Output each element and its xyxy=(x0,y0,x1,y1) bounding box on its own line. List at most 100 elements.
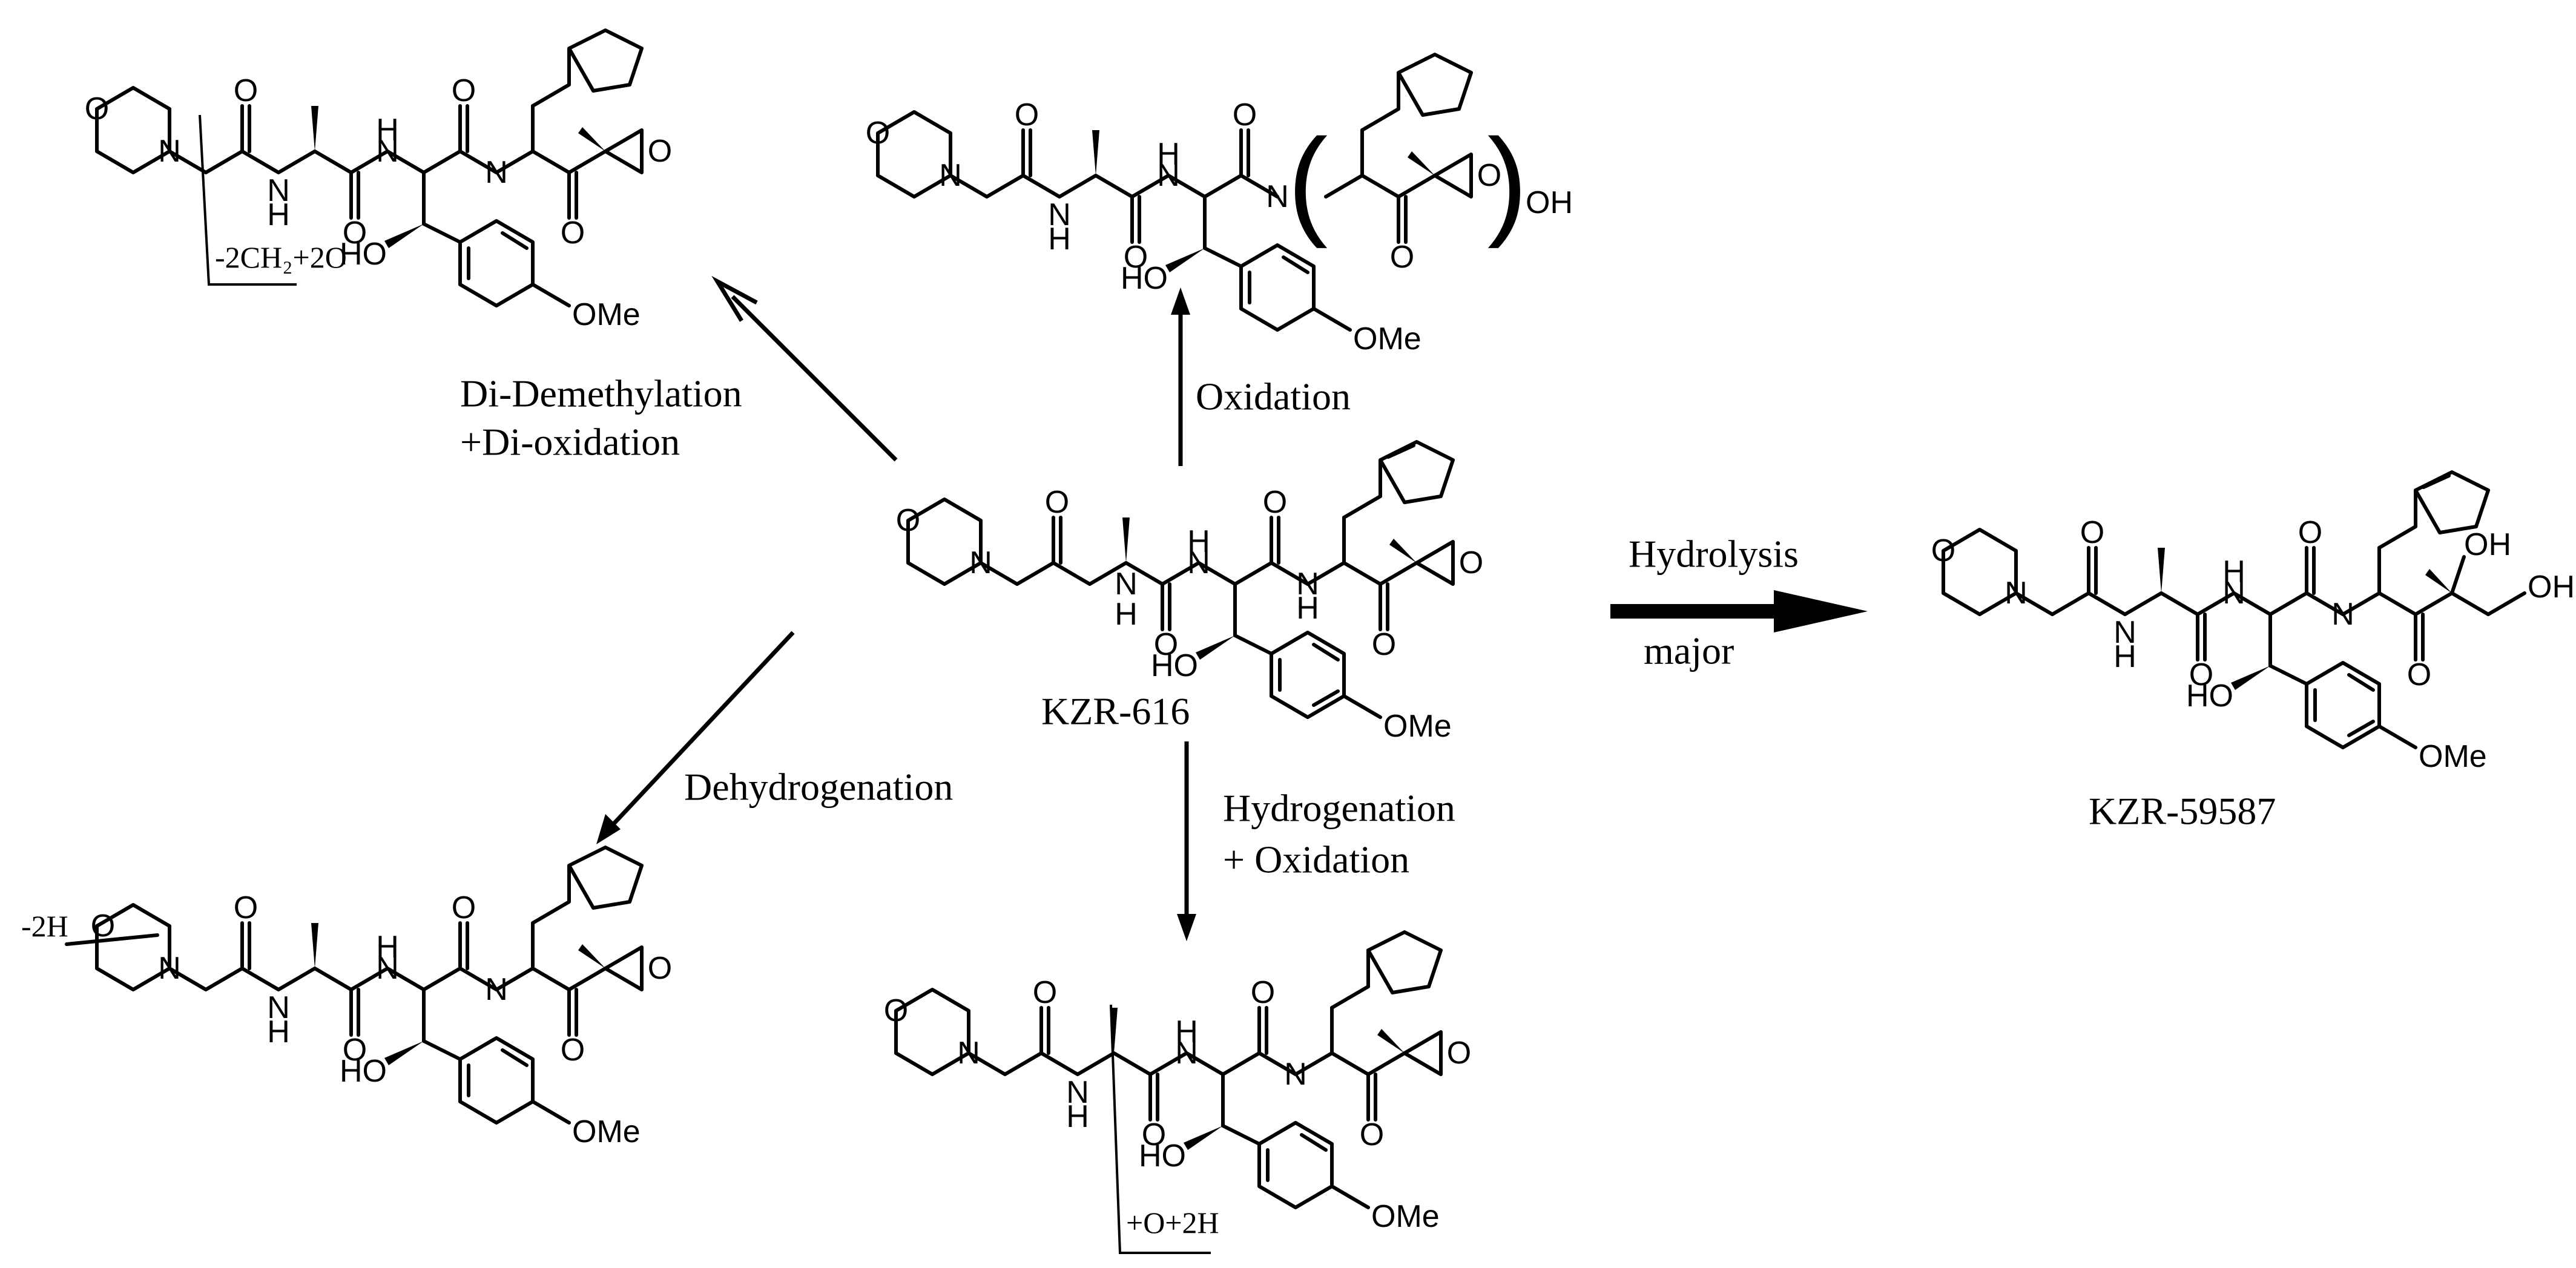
atom-h: H xyxy=(2113,639,2136,674)
atom-n: N xyxy=(939,158,962,193)
atom-h: H xyxy=(267,197,290,232)
atom-ome: OMe xyxy=(572,297,641,332)
atom-n: N xyxy=(376,134,399,169)
atom-o: O xyxy=(561,215,585,251)
atom-n: N xyxy=(2113,615,2136,650)
atom-o: O xyxy=(1015,97,1039,133)
atom-h: H xyxy=(1066,1099,1089,1134)
atom-o: O xyxy=(234,73,258,108)
atom-n: N xyxy=(2331,597,2354,632)
atom-n: N xyxy=(267,173,290,208)
arrow-didemethylation xyxy=(711,275,898,462)
atom-oh: OH xyxy=(1526,185,1573,220)
atom-n: N xyxy=(1115,567,1138,602)
structure-demethylation-product: O N O N H O H N O N HO OMe O O -2CH₂+2O xyxy=(85,28,672,332)
atom-ome: OMe xyxy=(2419,739,2487,774)
arrow-oxidation xyxy=(1171,287,1190,466)
atom-o: O xyxy=(2298,515,2322,550)
atom-n: N xyxy=(1048,197,1071,232)
atom-o: O xyxy=(452,890,476,925)
atom-h: H xyxy=(376,930,399,965)
atom-n: N xyxy=(1296,567,1319,602)
modification-label: +O+2H xyxy=(1126,1206,1219,1240)
bracket-open: ( xyxy=(1288,114,1328,249)
atom-o: O xyxy=(896,503,920,538)
label-hydrogenation-line1: Hydrogenation xyxy=(1223,787,1455,830)
arrow-dehydrogenation xyxy=(596,631,795,844)
atom-n: N xyxy=(1266,179,1289,214)
atom-ho: HO xyxy=(340,237,387,272)
atom-o: O xyxy=(343,1033,367,1068)
arrow-hydrolysis xyxy=(1610,590,1868,632)
atom-o: O xyxy=(1360,1117,1384,1152)
atom-o: O xyxy=(2189,657,2213,692)
atom-n: N xyxy=(1187,545,1210,580)
atom-o: O xyxy=(91,908,115,944)
atom-ho: HO xyxy=(1139,1138,1186,1174)
atom-ho: HO xyxy=(2186,678,2233,714)
atom-ome: OMe xyxy=(572,1114,641,1149)
atom-o: O xyxy=(1142,1117,1166,1152)
atom-ho: HO xyxy=(340,1054,387,1089)
atom-o: O xyxy=(234,890,258,925)
label-kzr-59587: KZR-59587 xyxy=(2089,790,2276,833)
atom-o: O xyxy=(452,73,476,108)
atom-ho: HO xyxy=(1151,648,1198,683)
atom-o: O xyxy=(1233,97,1257,133)
atom-h: H xyxy=(267,1014,290,1050)
label-kzr-616: KZR-616 xyxy=(1041,690,1190,733)
structure-dehydrogenation-product: -2H O N O N H O H N O N HO OMe O O xyxy=(21,846,672,1149)
label-didemethylation-line2: +Di-oxidation xyxy=(460,421,680,464)
atom-h: H xyxy=(1187,524,1210,559)
atom-o: O xyxy=(343,215,367,251)
atom-n: N xyxy=(158,134,181,169)
label-didemethylation-line1: Di-Demethylation xyxy=(460,372,742,415)
atom-o: O xyxy=(1263,485,1287,520)
atom-oh: OH xyxy=(2464,527,2511,562)
atom-ome: OMe xyxy=(1383,709,1452,744)
label-oxidation: Oxidation xyxy=(1196,375,1351,418)
atom-o: O xyxy=(648,134,672,169)
atom-h: H xyxy=(2222,554,2245,590)
atom-h: H xyxy=(376,113,399,148)
arrow-hydrogenation xyxy=(1177,741,1196,941)
label-dehydrogenation: Dehydrogenation xyxy=(684,766,953,809)
bracket-close: ) xyxy=(1487,114,1528,249)
atom-o: O xyxy=(1124,240,1148,275)
structure-kzr-59587: O N O N H O H N O N HO OMe O OH OH xyxy=(1931,472,2575,774)
atom-n: N xyxy=(2222,576,2245,611)
structure-hydrogenation-product: O N O N H O H N O N HO OMe O O +O+2H xyxy=(884,930,1471,1254)
atom-o: O xyxy=(1459,545,1483,580)
atom-h: H xyxy=(1296,591,1319,626)
atom-ome: OMe xyxy=(1353,321,1421,356)
atom-o: O xyxy=(2407,657,2431,692)
atom-o: O xyxy=(2080,515,2104,550)
modification-label: -2CH₂+2O xyxy=(215,240,347,274)
atom-o: O xyxy=(1390,240,1414,275)
modification-label: -2H xyxy=(21,909,68,943)
atom-o: O xyxy=(1033,975,1057,1010)
atom-h: H xyxy=(1157,137,1180,172)
structure-kzr-616: O N O N H O H N O N H HO OMe O O xyxy=(896,442,1483,744)
atom-h: H xyxy=(1115,597,1138,632)
atom-o: O xyxy=(866,116,890,151)
atom-o: O xyxy=(1045,485,1069,520)
atom-o: O xyxy=(1477,158,1501,193)
atom-h: H xyxy=(1175,1014,1198,1050)
atom-n: N xyxy=(485,972,508,1007)
atom-o: O xyxy=(1447,1036,1471,1071)
atom-n: N xyxy=(969,545,992,580)
atom-o: O xyxy=(648,951,672,986)
atom-n: N xyxy=(376,951,399,986)
label-hydrolysis-major: major xyxy=(1644,629,1734,672)
atom-o: O xyxy=(884,993,908,1028)
atom-ho: HO xyxy=(1121,261,1168,296)
atom-oh: OH xyxy=(2528,570,2575,605)
atom-ome: OMe xyxy=(1371,1199,1440,1234)
atom-h: H xyxy=(1048,222,1071,257)
atom-o: O xyxy=(1372,627,1396,662)
atom-n: N xyxy=(1066,1075,1089,1110)
atom-o: O xyxy=(1251,975,1275,1010)
atom-n: N xyxy=(1157,158,1180,193)
